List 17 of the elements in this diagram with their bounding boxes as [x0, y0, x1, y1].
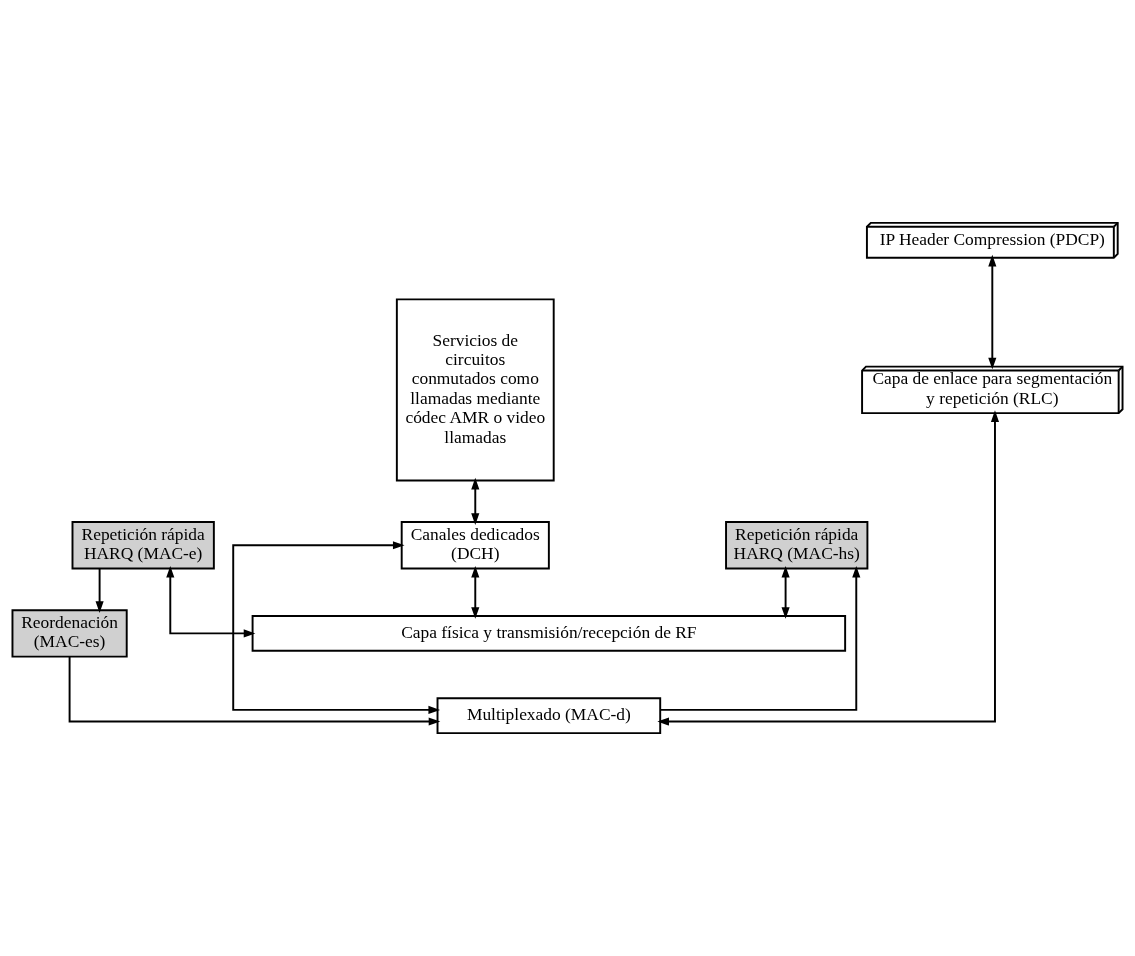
node-box: Multiplexado (MAC-d) — [436, 697, 662, 735]
arrow — [657, 410, 1000, 726]
arrow — [781, 565, 790, 619]
arrow — [471, 565, 480, 619]
arrow — [471, 477, 480, 525]
arrow — [68, 656, 441, 726]
arrow — [988, 254, 997, 370]
node-box: Reordenación (MAC-es) — [11, 609, 128, 658]
node-box: Repetición rápida HARQ (MAC-hs) — [725, 521, 869, 570]
node-box: Capa física y transmisión/recepción de RF — [251, 615, 847, 652]
arrow — [232, 541, 441, 714]
arrow — [166, 565, 256, 638]
node-box: Repetición rápida HARQ (MAC-e) — [71, 521, 215, 570]
arrow — [659, 565, 861, 711]
arrow — [95, 567, 104, 613]
node-box: Canales dedicados (DCH) — [400, 521, 550, 570]
node-box: Servicios de circuitos conmutados como llamadas mediante códec AMR o video llamadas — [395, 298, 555, 482]
